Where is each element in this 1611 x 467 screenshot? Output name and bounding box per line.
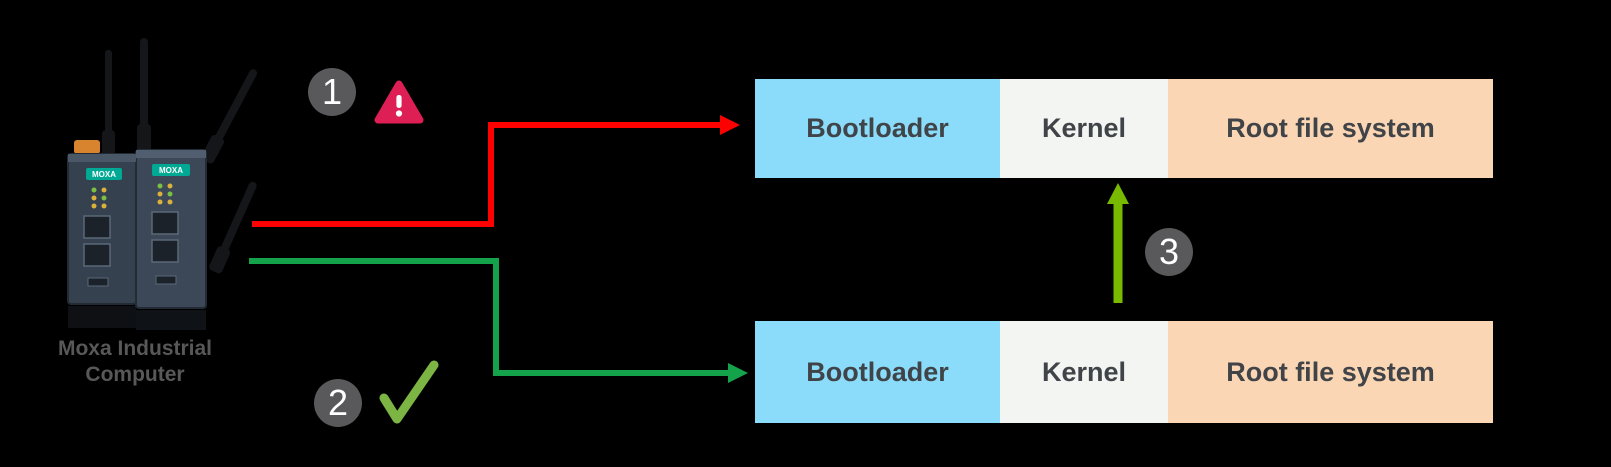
device-caption-line2: Computer: [85, 363, 185, 386]
step-1-badge: 1: [308, 68, 356, 116]
step-2-badge: 2: [314, 379, 362, 427]
segment-kernel: Kernel: [1000, 321, 1168, 423]
segment-kernel: Kernel: [1000, 79, 1168, 178]
device-caption: Moxa Industrial Computer: [20, 336, 250, 388]
red-arrow-failed-path: [252, 115, 740, 227]
device-ethernet-ports: [83, 211, 179, 267]
step-1-number: 1: [321, 71, 343, 112]
memory-bar-bottom: Bootloader Kernel Root file system: [755, 321, 1493, 423]
segment-root-file-system: Root file system: [1168, 321, 1493, 423]
segment-label: Bootloader: [806, 113, 949, 143]
memory-bar-top: Bootloader Kernel Root file system: [755, 79, 1493, 178]
device-caption-line1: Moxa Industrial: [57, 337, 213, 360]
segment-bootloader: Bootloader: [755, 321, 1000, 423]
lime-up-arrow: [1107, 183, 1129, 303]
step-3-badge: 3: [1145, 228, 1193, 276]
device-leds: [91, 183, 173, 209]
segment-label: Bootloader: [806, 356, 949, 387]
moxa-logo-badge: MOXA MOXA: [86, 164, 190, 180]
device-usb-ports: [87, 275, 177, 287]
warning-icon: [374, 80, 424, 124]
moxa-device-image: MOXA MOXA: [67, 38, 258, 330]
segment-label: Root file system: [1226, 356, 1435, 387]
segment-bootloader: Bootloader: [755, 79, 1000, 178]
moxa-logo-text: MOXA: [159, 166, 183, 175]
step-2-number: 2: [327, 382, 349, 423]
check-icon: [379, 360, 439, 424]
segment-root-file-system: Root file system: [1168, 79, 1493, 178]
green-arrow-success-path: [249, 258, 748, 383]
segment-label: Root file system: [1226, 113, 1435, 143]
step-3-number: 3: [1158, 231, 1180, 272]
device-reflection: [68, 306, 206, 330]
moxa-logo-text: MOXA: [92, 170, 116, 179]
device-clip: [74, 140, 100, 154]
segment-label: Kernel: [1041, 113, 1127, 143]
device-antennas: [102, 38, 258, 274]
segment-label: Kernel: [1041, 356, 1127, 387]
